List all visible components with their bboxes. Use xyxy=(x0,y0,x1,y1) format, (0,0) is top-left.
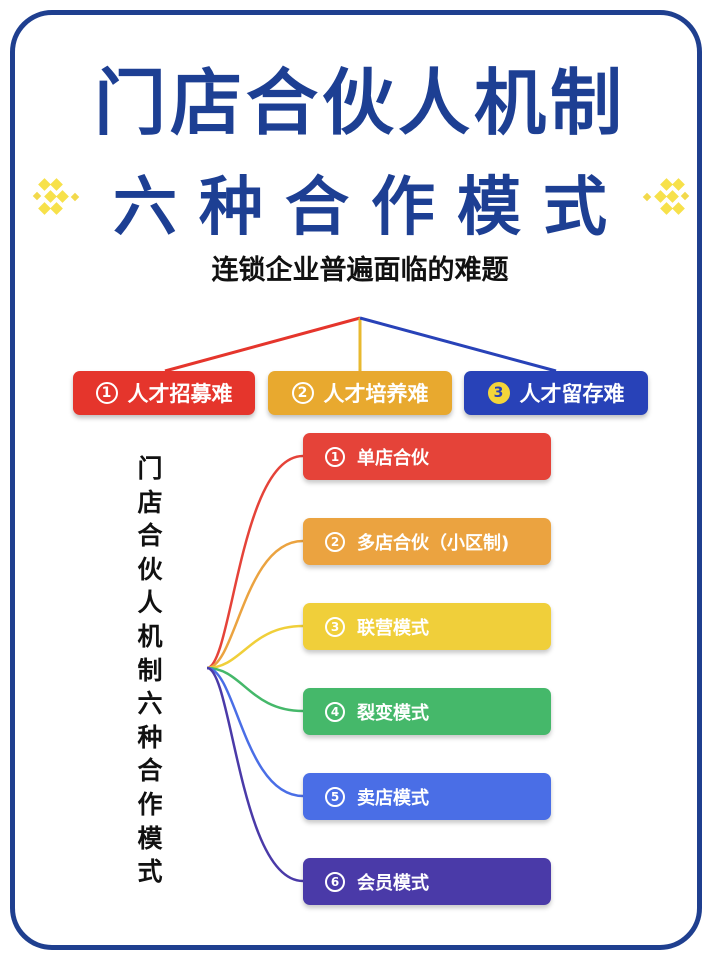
vertical-char: 式 xyxy=(137,857,163,887)
number-badge: 2 xyxy=(325,531,345,552)
main-title: 门店合伙人机制 xyxy=(93,61,626,145)
vertical-char: 六 xyxy=(137,689,163,719)
number-badge: 1 xyxy=(95,382,118,404)
connector-mode-4 xyxy=(206,666,304,713)
connector-mode-6 xyxy=(206,666,304,883)
vertical-char: 模 xyxy=(137,823,163,853)
number-badge: 3 xyxy=(325,616,345,637)
problem-label: 人才招募难 xyxy=(127,382,233,406)
mode-label: 裂变模式 xyxy=(357,702,429,724)
vertical-char: 制 xyxy=(137,655,163,685)
vertical-char: 种 xyxy=(137,722,163,752)
connector-problem-1 xyxy=(164,316,361,373)
number-badge: 4 xyxy=(325,701,345,722)
number-badge: 5 xyxy=(325,786,345,807)
vertical-char: 人 xyxy=(137,588,163,618)
number-badge: 2 xyxy=(291,382,314,404)
connector-mode-1 xyxy=(206,454,304,670)
mode-label: 会员模式 xyxy=(357,872,429,894)
vertical-title: 门 店 合 伙 人 机 制 六 种 合 作 模 式 xyxy=(134,452,166,889)
mode-box-3: 3 联营模式 xyxy=(303,603,551,650)
vertical-char: 合 xyxy=(137,756,163,786)
vertical-char: 店 xyxy=(137,487,163,517)
number-badge: 1 xyxy=(325,446,345,467)
vertical-char: 作 xyxy=(137,789,163,819)
mode-box-1: 1 单店合伙 xyxy=(303,433,551,480)
number-badge: 3 xyxy=(487,382,510,404)
problem-label: 人才留存难 xyxy=(519,382,625,406)
mode-label: 联营模式 xyxy=(357,617,429,639)
mode-box-5: 5 卖店模式 xyxy=(303,773,551,820)
mode-box-4: 4 裂变模式 xyxy=(303,688,551,735)
problems-heading: 连锁企业普遍面临的难题 xyxy=(211,255,509,286)
vertical-char: 门 xyxy=(137,454,163,483)
connector-mode-3 xyxy=(206,624,304,670)
sub-title: 六种合作模式 xyxy=(113,171,629,245)
mode-label: 卖店模式 xyxy=(357,787,429,809)
mode-box-2: 2 多店合伙（小区制) xyxy=(303,518,551,565)
mode-box-6: 6 会员模式 xyxy=(303,858,551,905)
connector-mode-5 xyxy=(206,666,304,798)
problem-label: 人才培养难 xyxy=(323,382,429,406)
vertical-char: 合 xyxy=(137,521,163,551)
mode-label: 多店合伙（小区制) xyxy=(357,532,510,554)
problem-box-1: 1 人才招募难 xyxy=(73,371,255,415)
connector-mode-2 xyxy=(206,539,304,670)
number-badge: 6 xyxy=(325,871,345,892)
problem-box-3: 3 人才留存难 xyxy=(464,371,648,415)
vertical-char: 伙 xyxy=(137,554,163,584)
mode-label: 单店合伙 xyxy=(357,447,429,469)
connector-problem-3 xyxy=(359,316,557,373)
vertical-char: 机 xyxy=(137,621,163,651)
problem-box-2: 2 人才培养难 xyxy=(268,371,452,415)
